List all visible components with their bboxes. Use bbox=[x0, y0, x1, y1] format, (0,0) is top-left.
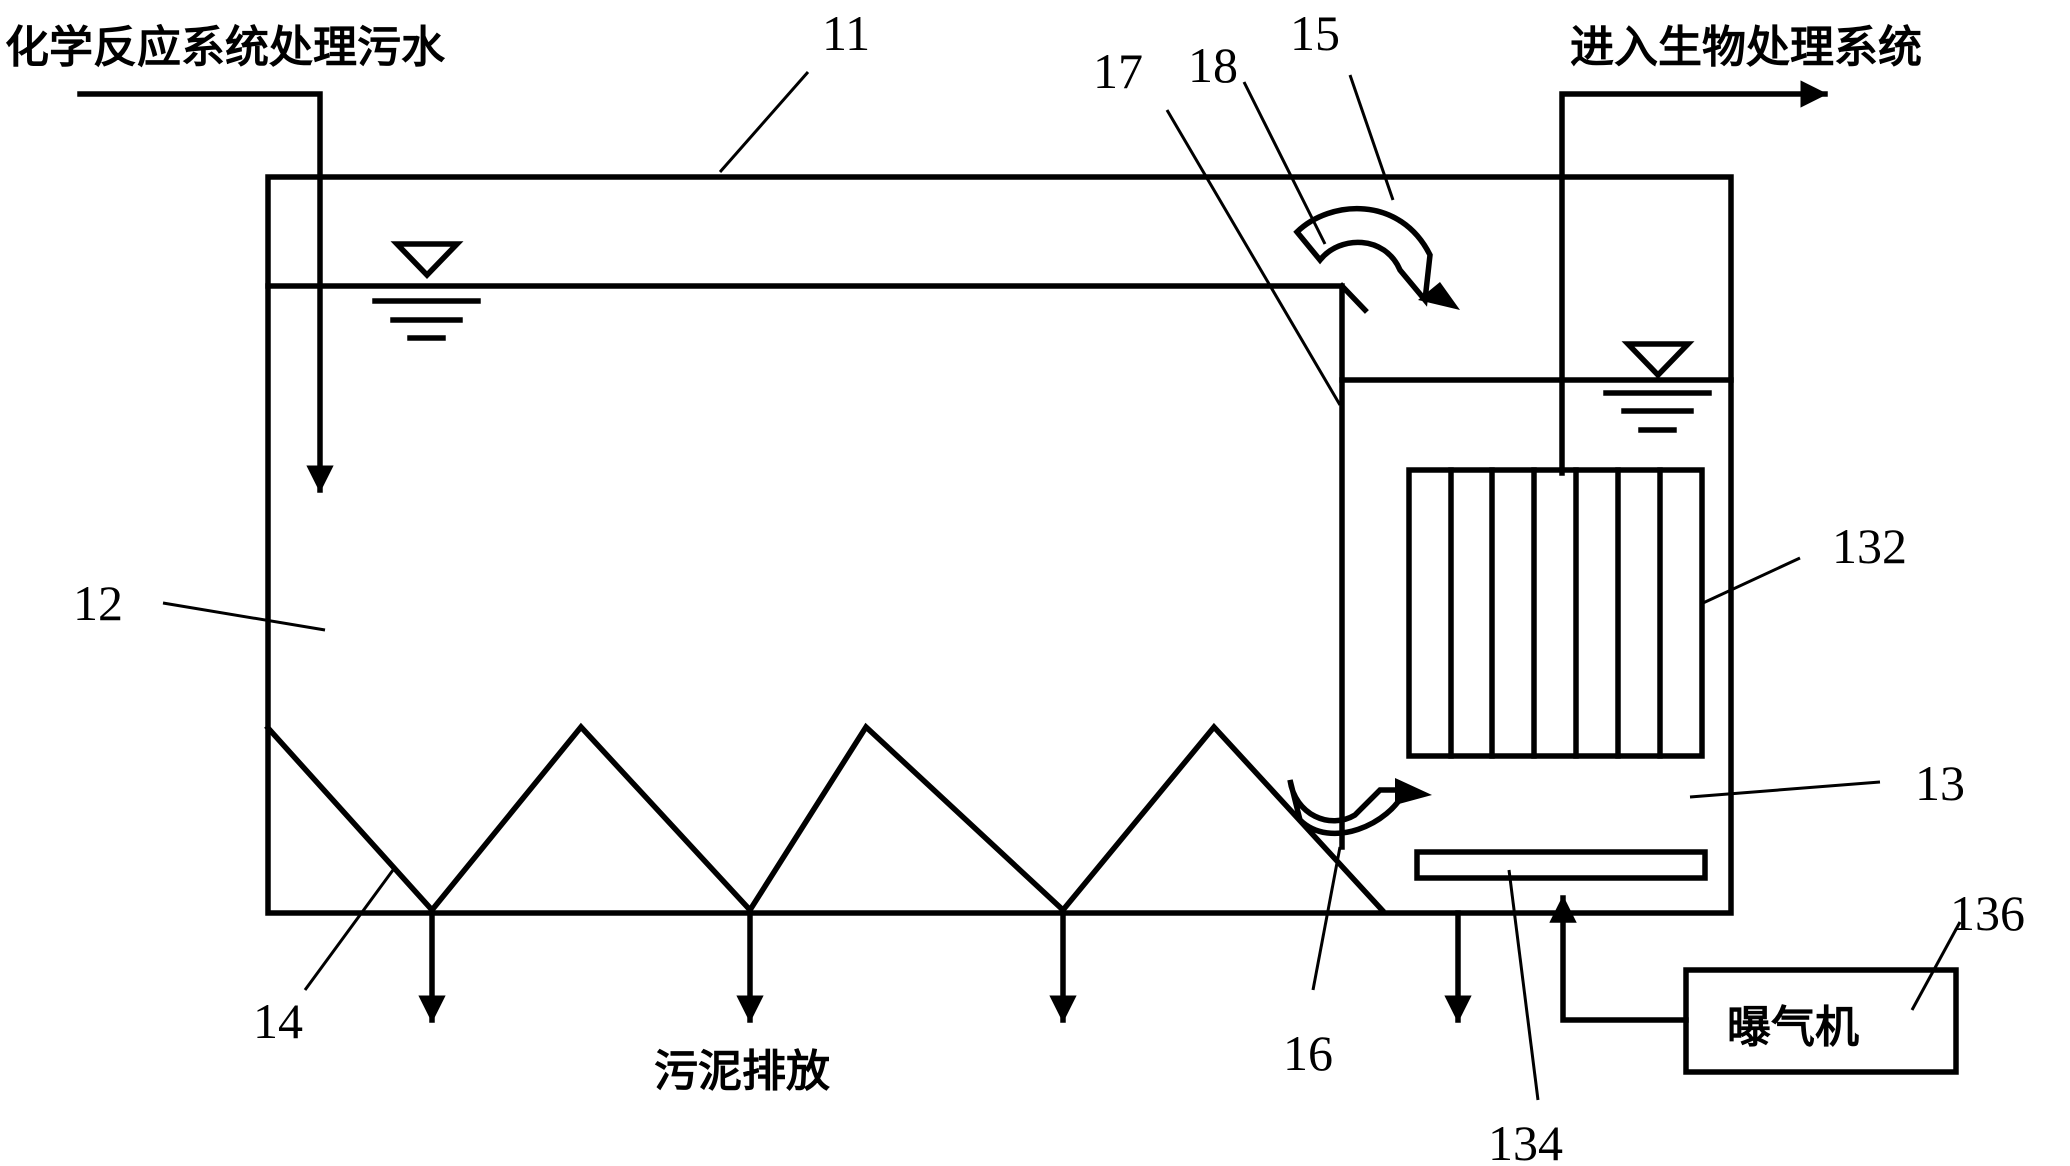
membrane-module bbox=[1406, 467, 1705, 759]
aerator-box bbox=[1683, 967, 1959, 1075]
ref-18: 18 bbox=[1188, 37, 1238, 93]
inflow-label: 化学反应系统处理污水 bbox=[5, 22, 446, 73]
sludge-hoppers bbox=[264, 722, 1386, 915]
water-level-symbol-left bbox=[372, 241, 481, 341]
return-flow-arrow bbox=[1287, 778, 1432, 837]
sludge-discharge-label: 污泥排放 bbox=[654, 1046, 830, 1097]
aerator-label: 曝气机 bbox=[1727, 1002, 1859, 1053]
aeration-pipe bbox=[1414, 849, 1708, 881]
ref-136: 136 bbox=[1950, 885, 2025, 941]
inflow-pipe bbox=[77, 91, 334, 493]
ref-16: 16 bbox=[1283, 1025, 1333, 1081]
ref-13: 13 bbox=[1915, 755, 1965, 811]
outflow-label: 进入生物处理系统 bbox=[1570, 22, 1922, 73]
ref-15: 15 bbox=[1290, 5, 1340, 61]
tank-outline bbox=[265, 174, 1734, 916]
ref-132: 132 bbox=[1832, 518, 1907, 574]
ref-12: 12 bbox=[73, 575, 123, 631]
water-level-symbol-right bbox=[1603, 341, 1712, 433]
overflow-lip bbox=[1338, 282, 1369, 314]
overflow-flow-arrow bbox=[1293, 205, 1460, 310]
ref-17: 17 bbox=[1093, 43, 1143, 99]
ref-14: 14 bbox=[253, 993, 303, 1049]
ref-11: 11 bbox=[822, 5, 870, 61]
ref-134: 134 bbox=[1488, 1115, 1563, 1166]
outflow-pipe bbox=[1559, 80, 1828, 476]
air-line bbox=[1549, 895, 1689, 1023]
leader-lines bbox=[162, 71, 1962, 1101]
